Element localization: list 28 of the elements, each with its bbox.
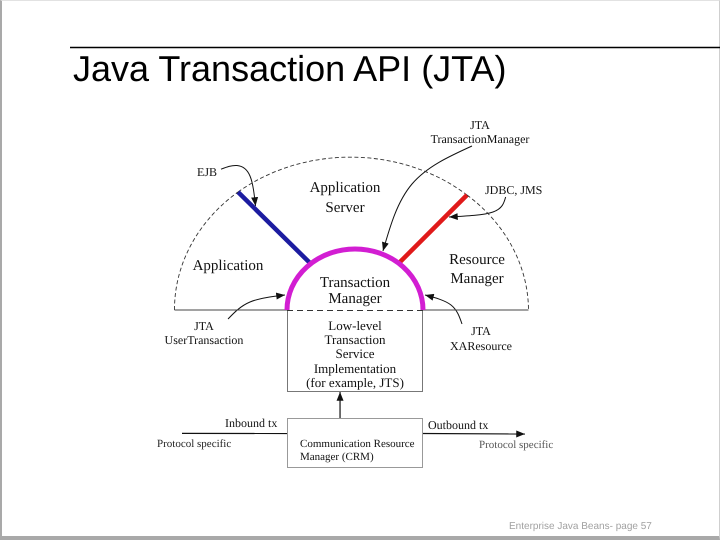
annotation-text: Protocol specific (479, 434, 555, 453)
leader-arrow (424, 294, 462, 324)
leader-arrow (448, 196, 506, 220)
callout-label: EJB (197, 165, 221, 179)
footer-text: Enterprise Java Beans- page 57 (509, 520, 652, 533)
process-box (287, 418, 423, 468)
node-label: Application Server (308, 179, 382, 218)
node-label: Resource Manager (448, 250, 506, 288)
slide-title: Java Transaction API (JTA) (73, 51, 506, 87)
callout-label: JTA UserTransaction (162, 319, 246, 347)
leader-arrow (220, 164, 258, 206)
edge-label: Inbound tx (224, 416, 278, 430)
callout-label: JTA XAResource (448, 324, 514, 354)
node-label: Transaction Manager (318, 274, 392, 306)
node-label: Communication Resource Manager (CRM) (300, 438, 416, 463)
callout-label: JDBC, JMS (485, 183, 547, 197)
flow-arrow (423, 430, 525, 438)
callout-label: JTA TransactionManager (428, 118, 532, 146)
leader-arrow (228, 292, 286, 320)
node-label: Application (192, 257, 264, 275)
edge-label: Outbound tx (427, 419, 490, 432)
leader-arrow (382, 146, 472, 252)
process-box (287, 310, 423, 392)
node-label: Low-level Transaction Service Implementation (for example, JTS) (305, 319, 405, 390)
connector-line (182, 432, 287, 434)
flow-arrow (336, 392, 344, 418)
semicircle-region (284, 246, 426, 310)
annotation-text: Protocol specific (157, 433, 233, 452)
